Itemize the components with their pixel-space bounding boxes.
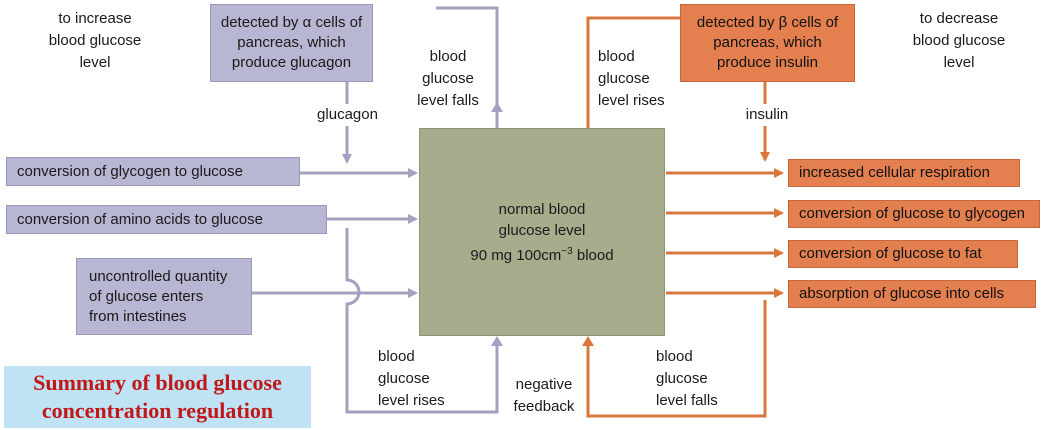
arrow-to-beta [586,16,680,128]
arrow-falls-loop [586,300,767,418]
insulin-label: insulin [732,104,802,126]
glucagon-label: glucagon [305,104,390,126]
arrow-rises-loop [345,228,499,414]
box-cellular-respiration: increased cellular respiration [788,159,1020,187]
box-glucose-to-fat: conversion of glucose to fat [788,240,1018,268]
box-amino-to-glucose: conversion of amino acids to glucose [6,205,327,234]
box-glucose-into-cells: absorption of glucose into cells [788,280,1036,308]
box-glycogen-to-glucose: conversion of glycogen to glucose [6,157,300,186]
normal-glucose-box: normal blood glucose level 90 mg 100cm−3… [419,128,665,336]
arrow-to-alpha [436,6,499,128]
box-glucose-to-glycogen: conversion of glucose to glycogen [788,200,1040,228]
